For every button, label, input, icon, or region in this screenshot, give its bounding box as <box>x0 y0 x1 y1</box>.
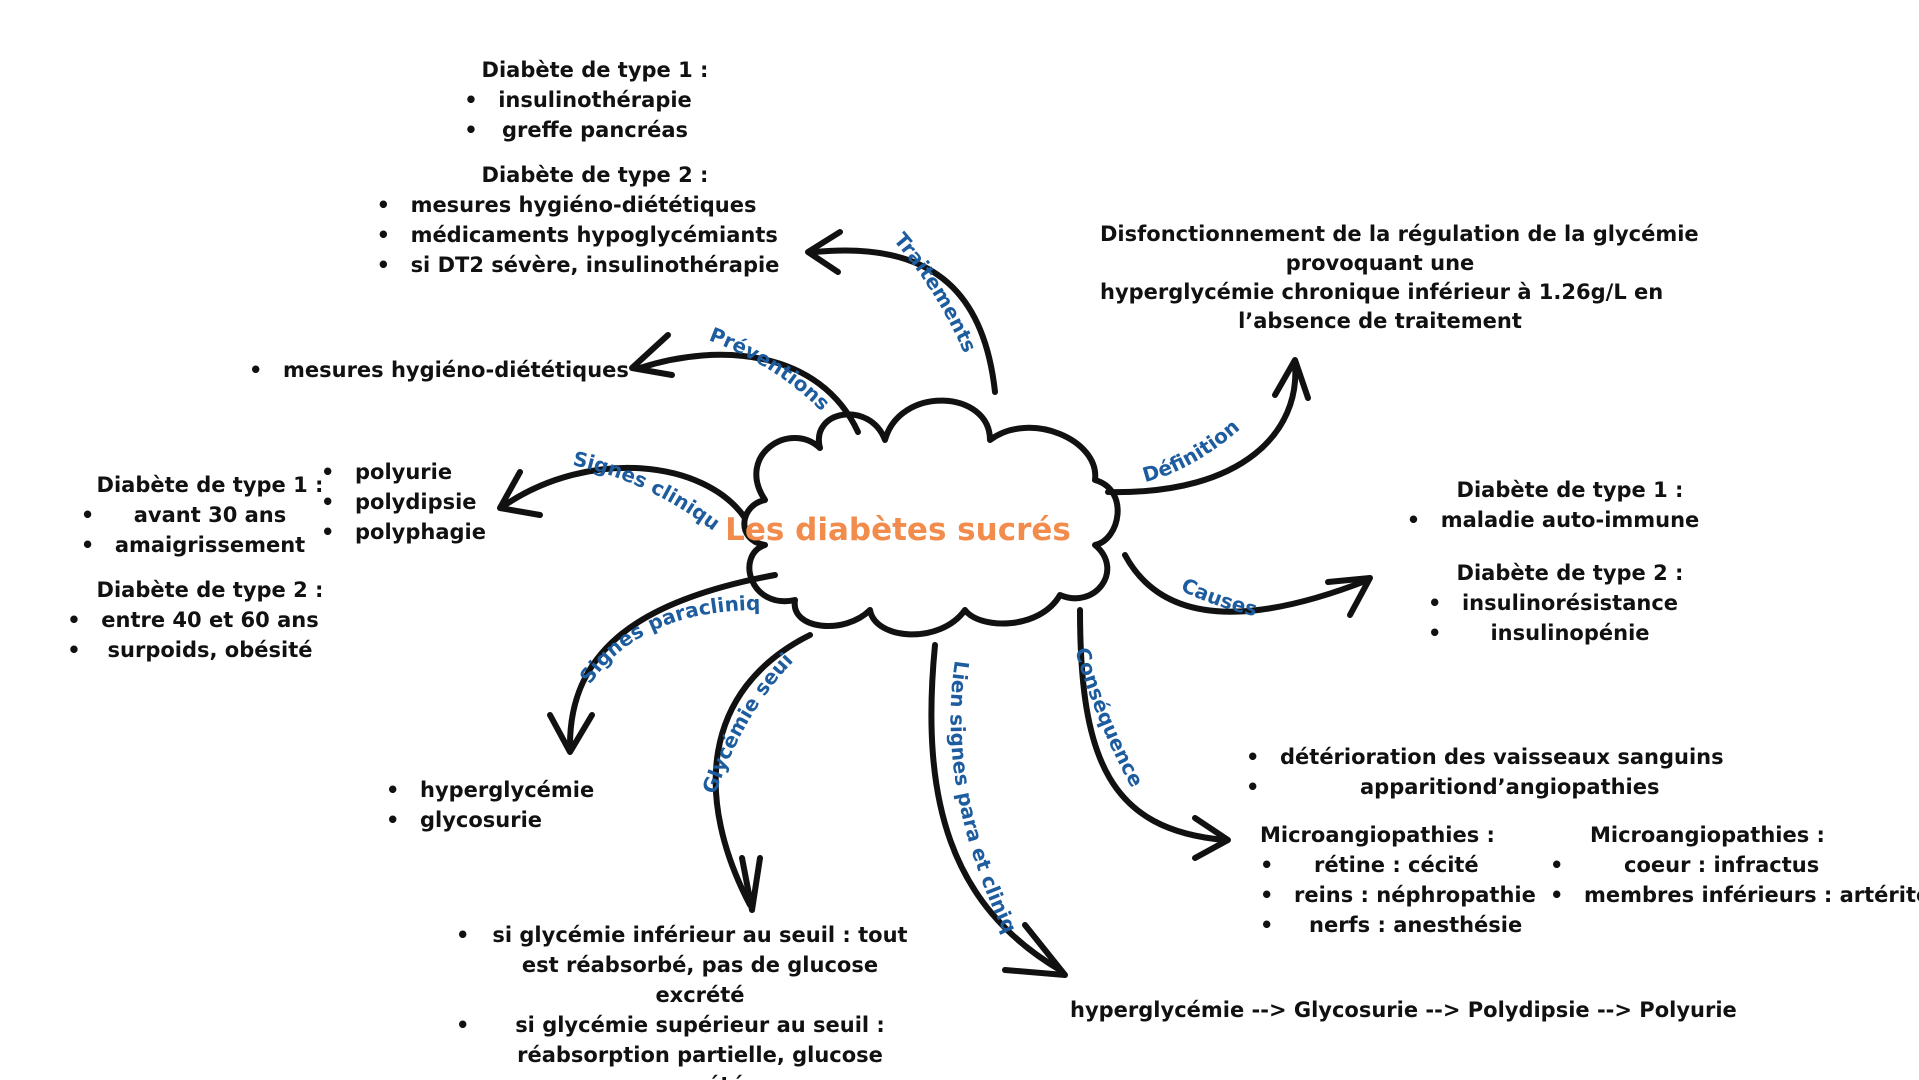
traitements-dt2: Diabète de type 2 : mesures hygiéno-diét… <box>377 160 785 280</box>
list-item: polyphagie <box>321 517 486 547</box>
signes-paracliniques-list: hyperglycémie glycosurie <box>386 775 594 835</box>
consequences-macro-heading: Microangiopathies : <box>1590 823 1825 847</box>
arrowhead-preventions <box>629 332 675 378</box>
lien-text: hyperglycémie --> Glycosurie --> Polydip… <box>1070 998 1737 1022</box>
list-item: mesures hygiéno-diététiques <box>377 190 780 220</box>
causes-dt2: Diabète de type 2 : insulinorésistance i… <box>1420 558 1720 648</box>
list-item: coeur : infractus <box>1550 850 1919 880</box>
arrowhead-definition <box>1272 357 1311 401</box>
glycemie-seuil-list: si glycémie inférieur au seuil : tout es… <box>456 920 910 1080</box>
signes-cliniques-common: polyurie polydipsie polyphagie <box>321 457 486 547</box>
causes-dt2-heading: Diabète de type 2 : <box>1456 561 1684 585</box>
arrowhead-causes <box>1325 575 1373 618</box>
arrowhead-signes-cliniques <box>497 469 543 518</box>
branch-lien <box>928 642 1063 973</box>
list-item: glycosurie <box>386 805 594 835</box>
list-item: maladie auto-immune <box>1407 505 1700 535</box>
list-item: greffe pancréas <box>464 115 692 145</box>
list-item: reins : néphropathie <box>1260 880 1536 910</box>
arrowhead-signes-paracliniques <box>547 712 595 755</box>
list-item: rétine : cécité <box>1260 850 1536 880</box>
list-item: membres inférieurs : artérite <box>1550 880 1919 910</box>
branch-causes <box>1122 552 1371 615</box>
list-item: polydipsie <box>321 487 486 517</box>
consequences-micro: Microangiopathies : rétine : cécité rein… <box>1260 820 1536 940</box>
branch-definition <box>1105 362 1299 496</box>
list-item: si glycémie inférieur au seuil : tout es… <box>456 920 910 1010</box>
consequences-macro: Microangiopathies : coeur : infractus me… <box>1550 820 1919 910</box>
list-item: mesures hygiéno-diététiques <box>249 355 629 385</box>
preventions-list: mesures hygiéno-diététiques <box>249 355 629 385</box>
list-item: insulinopénie <box>1428 618 1678 648</box>
list-item: hyperglycémie <box>386 775 594 805</box>
branch-signes-cliniques <box>502 464 748 521</box>
definition-line: Disfonctionnement de la régulation de la… <box>1100 222 1699 246</box>
central-title: Les diabètes sucrés <box>725 512 1071 548</box>
signes-cliniques-dt1-heading: Diabète de type 1 : <box>96 473 324 497</box>
arrowhead-consequences <box>1192 815 1231 861</box>
branch-label-definition: Définition <box>1140 414 1244 487</box>
list-item: surpoids, obésité <box>67 635 318 665</box>
list-item: avant 30 ans <box>81 500 305 530</box>
list-item: amaigrissement <box>81 530 305 560</box>
definition-text: Disfonctionnement de la régulation de la… <box>1100 220 1699 336</box>
branch-glycemie-seuil <box>712 632 813 908</box>
arrowhead-glycemie-seuil <box>739 855 763 913</box>
list-item: médicaments hypoglycémiants <box>377 220 780 250</box>
branch-signes-paracliniques <box>567 572 778 748</box>
traitements-dt2-heading: Diabète de type 2 : <box>481 163 709 187</box>
list-item: apparitiond’angiopathies <box>1246 772 1724 802</box>
branch-label-preventions: Préventions <box>706 322 835 415</box>
list-item: si glycémie supérieur au seuil : réabsor… <box>456 1010 910 1080</box>
traitements-dt1-heading: Diabète de type 1 : <box>481 58 709 82</box>
list-item: insulinothérapie <box>464 85 692 115</box>
list-item: entre 40 et 60 ans <box>67 605 319 635</box>
branch-preventions <box>637 351 861 435</box>
definition-line: l’absence de traitement <box>1238 309 1522 333</box>
traitements-dt1: Diabète de type 1 : insulinothérapie gre… <box>420 55 770 145</box>
branch-traitements <box>812 247 998 395</box>
list-item: polyurie <box>321 457 486 487</box>
branch-consequences <box>1077 607 1228 843</box>
list-item: détérioration des vaisseaux sanguins <box>1246 742 1724 772</box>
arrowhead-lien <box>1002 922 1068 978</box>
list-item: nerfs : anesthésie <box>1260 910 1536 940</box>
causes-dt1-heading: Diabète de type 1 : <box>1456 478 1684 502</box>
causes-dt1: Diabète de type 1 : maladie auto-immune <box>1407 475 1720 535</box>
list-item: si DT2 sévère, insulinothérapie <box>377 250 780 280</box>
list-item: insulinorésistance <box>1428 588 1678 618</box>
signes-cliniques-dt1: Diabète de type 1 : avant 30 ans amaigri… <box>81 470 330 560</box>
cloud-shape <box>741 397 1121 638</box>
definition-line: hyperglycémie chronique inférieur à 1.26… <box>1100 280 1664 304</box>
definition-line: provoquant une <box>1285 251 1475 275</box>
branch-label-traitements: Traitements <box>889 228 982 356</box>
arrowhead-traitements <box>805 229 843 275</box>
consequences-list: détérioration des vaisseaux sanguins app… <box>1246 742 1724 802</box>
consequences-micro-heading: Microangiopathies : <box>1260 823 1495 847</box>
signes-cliniques-dt2: Diabète de type 2 : entre 40 et 60 ans s… <box>67 575 330 665</box>
signes-cliniques-dt2-heading: Diabète de type 2 : <box>96 578 324 602</box>
